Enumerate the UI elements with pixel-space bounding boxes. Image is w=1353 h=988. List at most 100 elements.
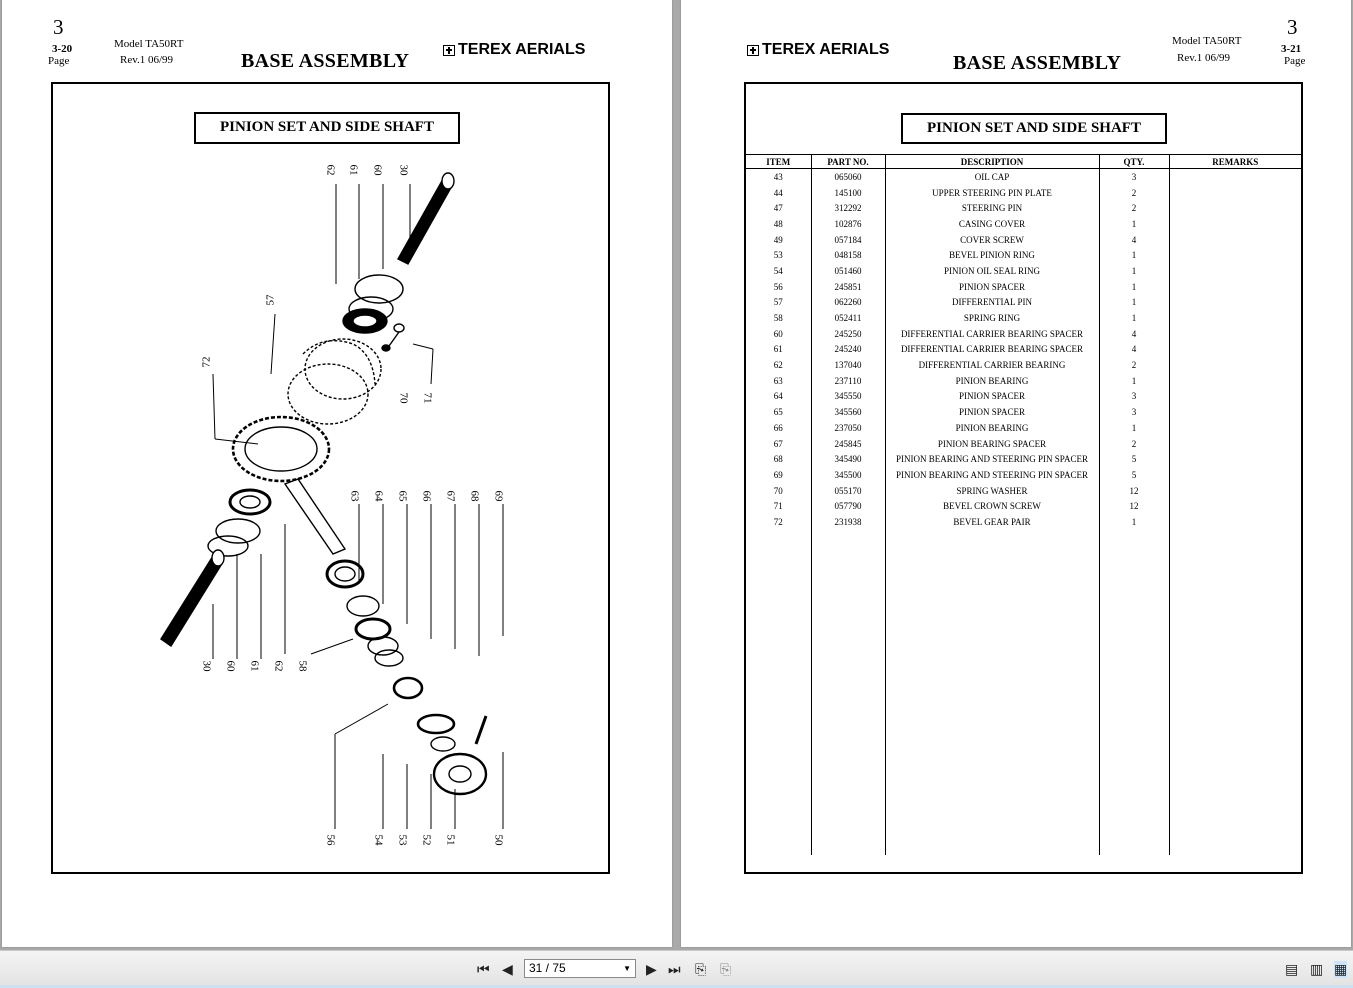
cell-item: 64 (773, 391, 783, 402)
cell-part-no: 345560 (810, 404, 885, 420)
last-page-icon[interactable]: ⏭ (668, 961, 681, 977)
page-number-right: 3-21 (1281, 43, 1302, 55)
cell-item: 69 (773, 469, 783, 480)
cell-item: 57 (773, 297, 783, 308)
cell-description: SPRING RING (884, 310, 1099, 326)
cell-description: CASING COVER (884, 216, 1099, 232)
cell-description: COVER SCREW (884, 231, 1099, 248)
page-word-right: Page (1284, 55, 1306, 67)
cell-description: BEVEL PINION RING (884, 247, 1099, 264)
cell-description: PINION BEARING AND STEERING PIN SPACER (884, 467, 1099, 483)
cell-qty: 4 (1098, 231, 1169, 248)
first-page-icon[interactable]: ⏮ (477, 961, 490, 977)
page-selector[interactable]: 31 / 75 ▼ (524, 959, 636, 978)
go-back-view-icon[interactable]: ⎘ (695, 961, 707, 977)
col-description: DESCRIPTION (884, 154, 1099, 169)
col-part-no: PART NO. (810, 154, 885, 169)
cell-part-no: 345490 (810, 451, 885, 468)
callout-57: 57 (264, 294, 277, 306)
previous-page-icon[interactable]: ◀ (502, 961, 513, 977)
cell-part-no: 245240 (810, 341, 885, 358)
cell-remarks (1168, 184, 1301, 201)
cell-part-no: 345500 (810, 467, 885, 483)
cell-remarks (1168, 216, 1301, 232)
go-forward-view-icon[interactable]: ⎘ (720, 961, 732, 977)
cell-item: 63 (773, 375, 783, 386)
cell-description: PINION BEARING AND STEERING PIN SPACER (884, 451, 1099, 468)
callout-30-top: 30 (397, 164, 410, 176)
cell-part-no: 237110 (810, 372, 885, 389)
callout-72: 72 (200, 356, 213, 368)
cell-item: 44 (773, 187, 783, 198)
cell-qty: 1 (1098, 294, 1169, 311)
callout-63: 63 (348, 490, 361, 502)
cell-description: STEERING PIN (884, 200, 1099, 217)
cell-item: 48 (773, 218, 783, 229)
brand-name-right: TEREX AERIALS (762, 41, 890, 58)
callout-64: 64 (372, 490, 385, 502)
cell-description: PINION OIL SEAL RING (884, 263, 1099, 279)
callout-61-bottom: 61 (248, 660, 261, 672)
side-shaft-bottom (160, 549, 225, 647)
cell-qty: 2 (1098, 435, 1169, 452)
cell-qty: 4 (1098, 325, 1169, 342)
continuous-view-icon[interactable]: ▥ (1310, 961, 1324, 977)
terex-logo-icon (747, 44, 759, 56)
callout-67: 67 (444, 490, 457, 502)
callout-60-top: 60 (371, 164, 384, 176)
cell-part-no: 062260 (810, 294, 885, 311)
cell-qty: 12 (1098, 498, 1169, 515)
callout-53: 53 (396, 834, 409, 846)
cell-description: DIFFERENTIAL CARRIER BEARING SPACER (884, 325, 1099, 342)
cell-remarks (1168, 325, 1301, 342)
single-page-view-icon[interactable]: ▤ (1285, 961, 1299, 977)
cell-item: 67 (773, 438, 783, 449)
parts-table: ITEM PART NO. DESCRIPTION QTY. REMARKS 4… (746, 154, 1301, 855)
cell-remarks (1168, 357, 1301, 373)
cell-part-no: 145100 (810, 184, 885, 201)
cell-remarks (1168, 498, 1301, 515)
cell-qty: 2 (1098, 184, 1169, 201)
filler-cell (1168, 529, 1301, 855)
cell-remarks (1168, 231, 1301, 248)
cell-item: 70 (773, 485, 783, 496)
left-page: 3 3-20 Page Model TA50RT Rev.1 06/99 BAS… (2, 0, 672, 947)
terex-logo-icon (443, 44, 455, 56)
cell-remarks (1168, 168, 1301, 185)
callout-62-top: 62 (324, 164, 337, 176)
model-label: Model TA50RT (114, 38, 184, 50)
facing-pages-view-icon[interactable]: ▦ (1334, 961, 1348, 978)
pinion-shaft (283, 478, 365, 589)
cell-part-no: 231938 (810, 514, 885, 530)
page-title: BASE ASSEMBLY (241, 50, 410, 72)
cell-description: DIFFERENTIAL CARRIER BEARING SPACER (884, 341, 1099, 358)
callout-62-bottom: 62 (272, 660, 285, 672)
cell-remarks (1168, 435, 1301, 452)
cell-item: 53 (773, 250, 783, 261)
cell-description: DIFFERENTIAL PIN (884, 294, 1099, 311)
cell-qty: 1 (1098, 372, 1169, 389)
cell-remarks (1168, 467, 1301, 483)
table-filler-row (746, 529, 1301, 855)
cell-description: PINION BEARING (884, 420, 1099, 436)
callout-70: 70 (397, 392, 410, 404)
cell-remarks (1168, 420, 1301, 436)
cell-qty: 12 (1098, 482, 1169, 499)
next-page-icon[interactable]: ▶ (646, 961, 657, 977)
cell-item: 61 (773, 344, 783, 355)
cell-remarks (1168, 247, 1301, 264)
cell-part-no: 245250 (810, 325, 885, 342)
cell-remarks (1168, 278, 1301, 295)
chevron-down-icon: ▼ (623, 964, 631, 973)
cell-description: UPPER STEERING PIN PLATE (884, 184, 1099, 201)
cell-qty: 5 (1098, 467, 1169, 483)
